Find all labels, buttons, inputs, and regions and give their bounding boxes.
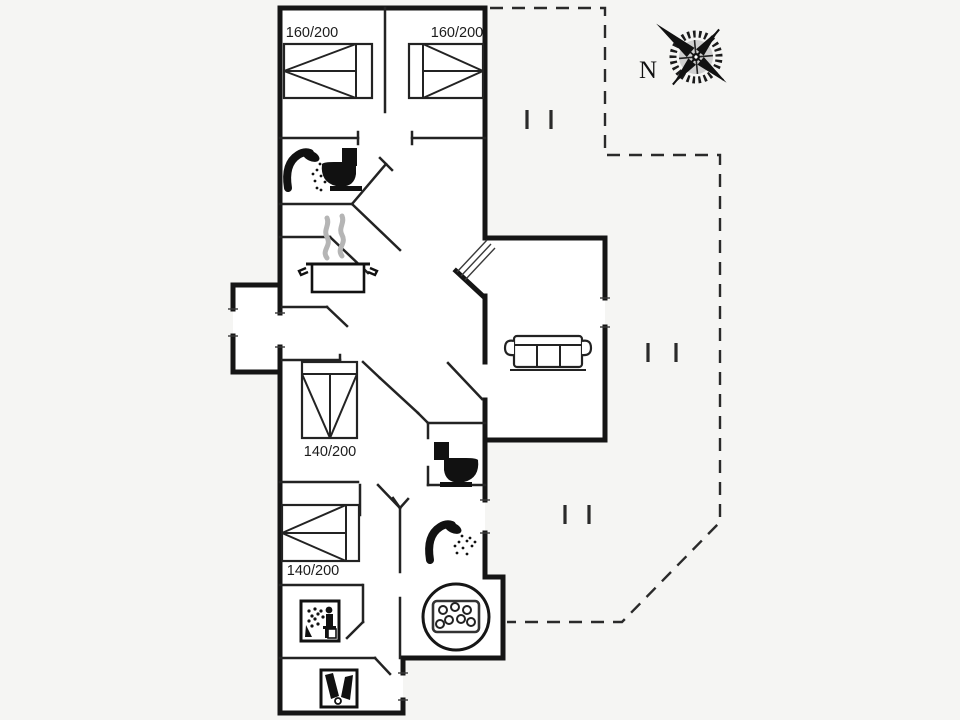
exterior-walls [230,5,608,716]
bed-top-left: 160/200 [282,25,374,100]
fireplace-icon [319,668,359,709]
building-footprint [233,8,605,713]
bed-size-label: 140/200 [287,563,339,579]
terrace-markers [525,110,678,524]
door-jambs [228,297,610,701]
bed-size-label: 160/200 [431,25,483,41]
bed-size-label: 140/200 [304,444,356,460]
toilet-icon [321,148,362,191]
sauna-icon [299,599,341,643]
bed-top-right: 160/200 [407,25,485,100]
toilet-icon [434,442,479,487]
bed-middle: 140/200 [300,360,359,460]
terrace-outline [490,6,722,624]
interior-walls [278,6,487,676]
compass-rose-icon [656,23,727,86]
corner-window [456,239,496,281]
shower-icon [425,520,477,564]
stove-pot-icon [297,213,379,294]
whirlpool-icon [421,582,491,652]
bed-size-label: 160/200 [286,25,338,41]
sofa-icon [503,334,593,371]
compass-north-label: N [639,57,657,84]
bed-bottom: 140/200 [280,503,361,579]
